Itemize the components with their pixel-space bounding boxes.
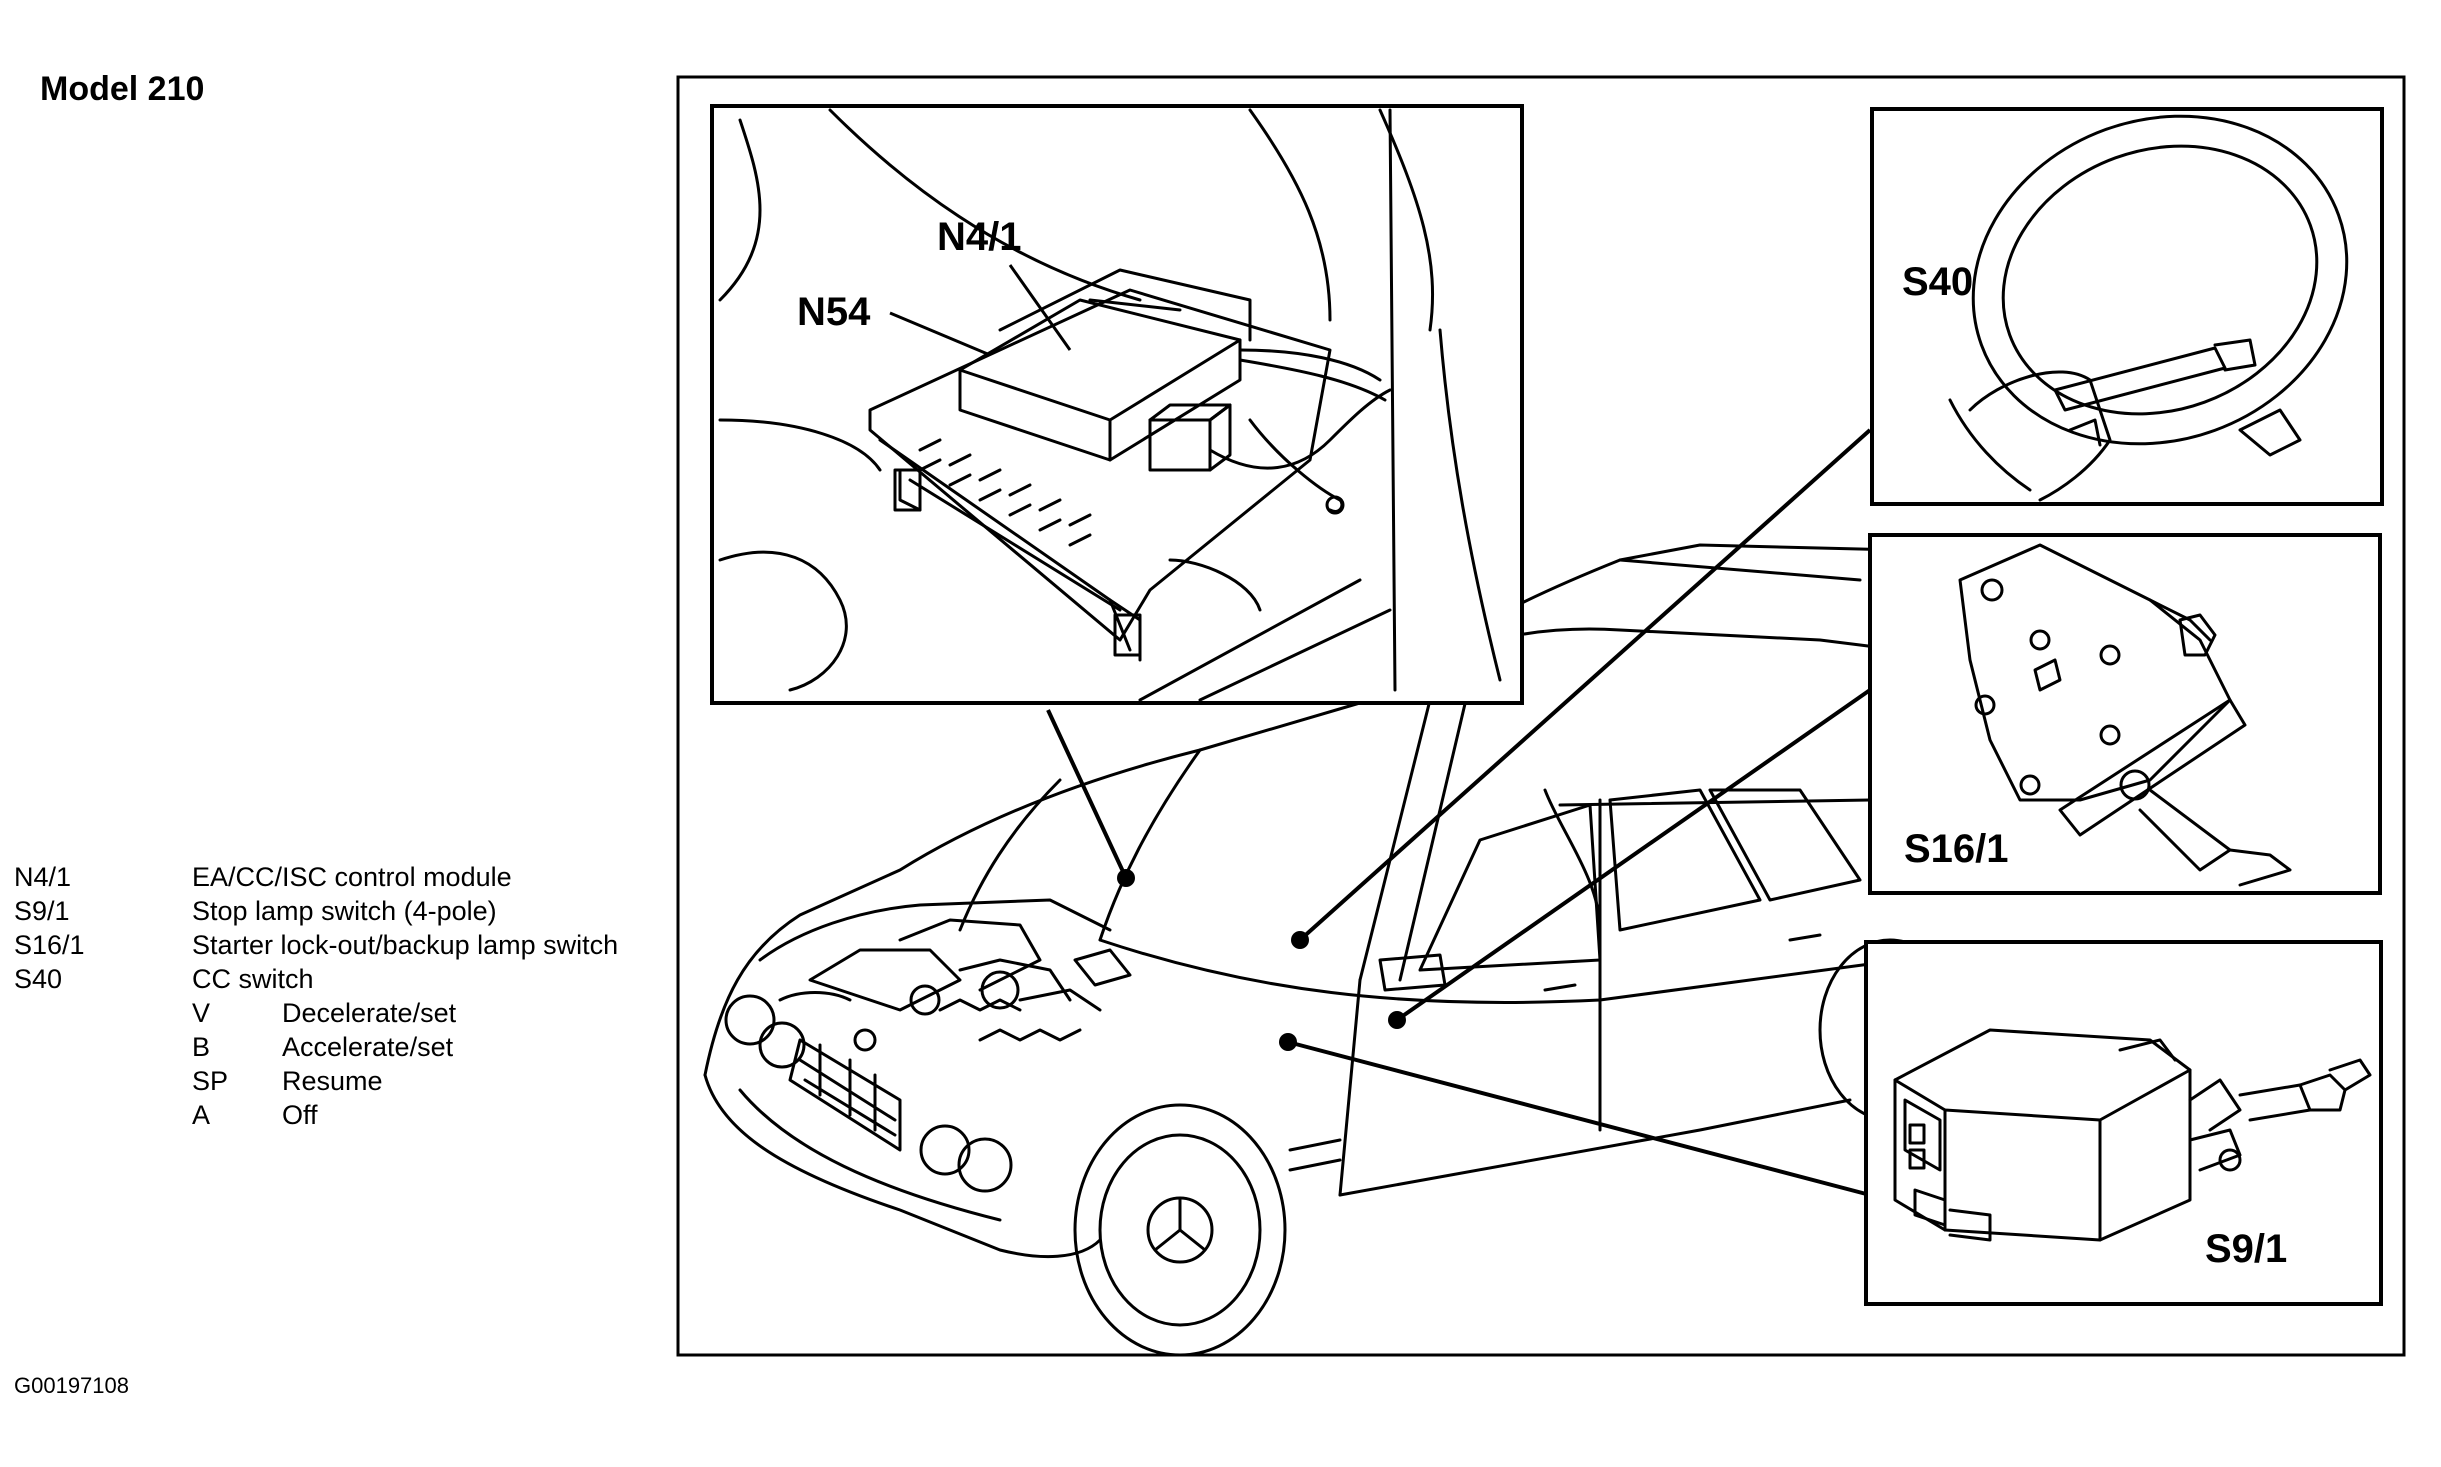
- leader-lines: [1046, 428, 1872, 1197]
- leader-callout-n54: [889, 311, 991, 357]
- location-markers: [1117, 869, 1406, 1051]
- leader-s9-1: [1287, 1040, 1871, 1197]
- legend-subdesc: Decelerate/set: [282, 998, 457, 1028]
- inset-control-module: N4/1 N54: [710, 104, 1524, 705]
- legend-subcode: A: [192, 1100, 211, 1130]
- callout-n54: N54: [797, 290, 871, 334]
- legend-subdesc: Accelerate/set: [282, 1032, 454, 1062]
- legend-code: S40: [14, 964, 63, 994]
- callout-n4-1: N4/1: [937, 215, 1022, 259]
- inset-starter-lockout-switch: S16/1: [1868, 533, 2382, 895]
- callout-s16-1: S16/1: [1904, 827, 2009, 871]
- legend-subdesc: Off: [282, 1100, 318, 1130]
- legend-desc: Starter lock-out/backup lamp switch: [192, 930, 619, 960]
- leader-n4-1: [1046, 709, 1128, 879]
- callout-s9-1: S9/1: [2205, 1227, 2287, 1271]
- diagram-frame: [676, 75, 2406, 1357]
- figure-id: G00197108: [14, 1373, 129, 1398]
- legend-subcode: B: [192, 1032, 211, 1062]
- diagram-title: Model 210: [40, 70, 205, 108]
- legend-desc: Stop lamp switch (4-pole): [192, 896, 497, 926]
- callout-s40: S40: [1902, 260, 1973, 304]
- legend-desc: EA/CC/ISC control module: [192, 862, 512, 892]
- legend-desc: CC switch: [192, 964, 314, 994]
- legend-code: S16/1: [14, 930, 85, 960]
- inset-stop-lamp-switch: S9/1: [1864, 940, 2383, 1306]
- legend-code: N4/1: [14, 862, 72, 892]
- leader-s40: [1298, 428, 1872, 942]
- legend-subdesc: Resume: [282, 1066, 383, 1096]
- legend-code: S9/1: [14, 896, 70, 926]
- leader-callout-n4-1: [1008, 264, 1072, 351]
- leader-s16-1: [1395, 688, 1872, 1022]
- legend-subcode: SP: [192, 1066, 229, 1096]
- inset-steering-wheel: S40: [1870, 107, 2384, 506]
- legend-subcode: V: [192, 998, 211, 1028]
